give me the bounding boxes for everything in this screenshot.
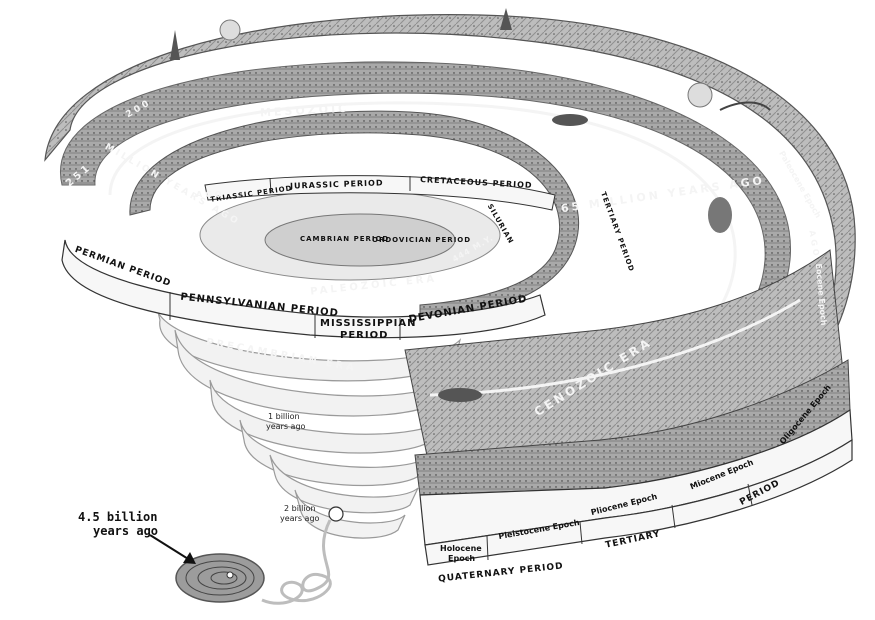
- cambrian-label: CAMBRIAN PERIOD: [300, 235, 390, 243]
- inner-label-strip: [204, 175, 556, 211]
- one-billion-label-1: 1 billion: [268, 412, 300, 421]
- ordovician-label: ORDOVICIAN PERIOD: [372, 236, 472, 244]
- ago-left-label: AGO: [196, 190, 225, 199]
- front-wall: [61, 239, 546, 340]
- tail-loops: [261, 519, 332, 605]
- arrow-to-origin: [149, 534, 196, 564]
- four-five-billion-label-1: 4.5 billion: [78, 510, 158, 524]
- four-five-billion-label-2: years ago: [93, 524, 159, 538]
- inner-band: [129, 110, 580, 321]
- holocene-label-2: Epoch: [448, 554, 476, 563]
- mississippian-label-1: MISSISSIPPIAN: [320, 318, 417, 329]
- two-billion-label-1: 2 billion: [284, 504, 316, 513]
- mississippian-label-2: PERIOD: [340, 330, 389, 341]
- two-billion-label-2: years ago: [280, 514, 320, 523]
- cenozoic-block: [404, 249, 853, 566]
- one-billion-label-2: years ago: [266, 422, 306, 431]
- landscape-decoration: [170, 8, 771, 402]
- origin-disc: [175, 553, 265, 603]
- holocene-label-1: Holocene: [440, 544, 482, 553]
- precambrian-coils: [154, 299, 462, 539]
- two-billion-marker: [328, 506, 344, 522]
